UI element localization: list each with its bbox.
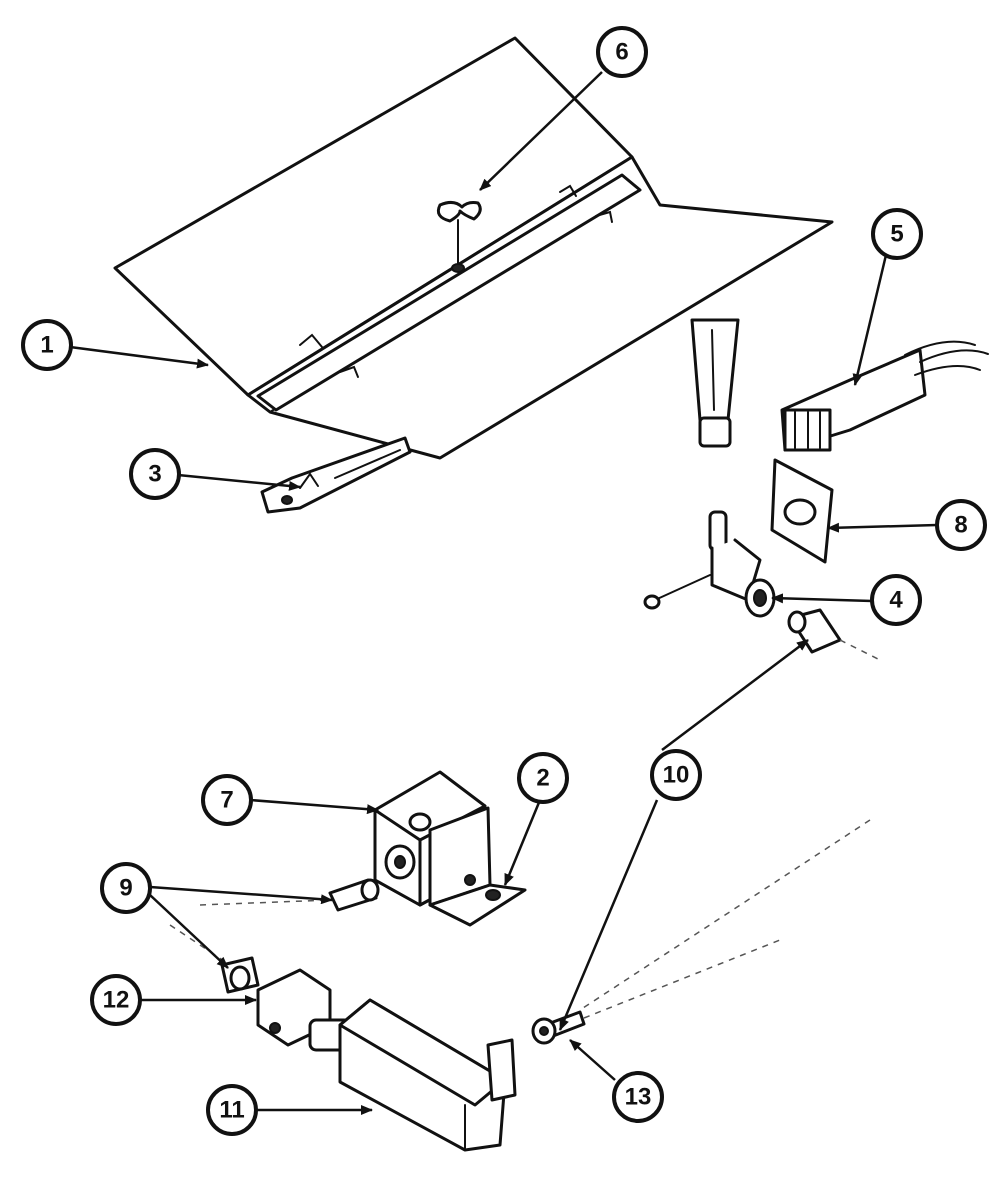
fitting-upper: [787, 608, 881, 661]
callout-10-label: 10: [663, 762, 690, 789]
callout-3-label: 3: [148, 461, 161, 488]
callout-8: 8: [935, 499, 987, 551]
leader-lines: [69, 71, 938, 1115]
callout-13-label: 13: [625, 1084, 652, 1111]
callout-5-label: 5: [890, 221, 903, 248]
knob-housing: [308, 998, 517, 1152]
callout-2-label: 2: [536, 765, 549, 792]
screw-13: [531, 939, 781, 1045]
callout-1-label: 1: [40, 332, 53, 359]
burner-tube: [260, 436, 412, 514]
terminal-block: [780, 340, 989, 452]
callout-4: 4: [870, 574, 922, 626]
mounting-plate: [770, 458, 834, 564]
callout-6: 6: [596, 26, 648, 78]
callout-8-label: 8: [954, 512, 967, 539]
fitting-9b: [220, 956, 260, 994]
callout-12-label: 12: [103, 987, 130, 1014]
callout-1: 1: [21, 319, 73, 371]
fitting-9a: [328, 878, 380, 912]
callout-10: 10: [650, 749, 702, 801]
callout-9-label: 9: [119, 875, 132, 902]
electrode-rod: [690, 318, 740, 448]
callout-7: 7: [201, 774, 253, 826]
callout-5: 5: [871, 208, 923, 260]
callout-3: 3: [129, 448, 181, 500]
callout-6-label: 6: [615, 39, 628, 66]
callout-11: 11: [206, 1084, 258, 1136]
baffle-plate: [113, 36, 834, 460]
callout-7-label: 7: [220, 787, 233, 814]
valve-bracket: [428, 806, 527, 927]
wing-nut: [436, 200, 482, 273]
orifice-bracket: [643, 510, 776, 618]
callout-12: 12: [90, 974, 142, 1026]
callout-13: 13: [612, 1071, 664, 1123]
callout-11-label: 11: [219, 1097, 244, 1124]
callout-9: 9: [100, 862, 152, 914]
callout-2: 2: [517, 752, 569, 804]
callout-4-label: 4: [889, 587, 903, 614]
